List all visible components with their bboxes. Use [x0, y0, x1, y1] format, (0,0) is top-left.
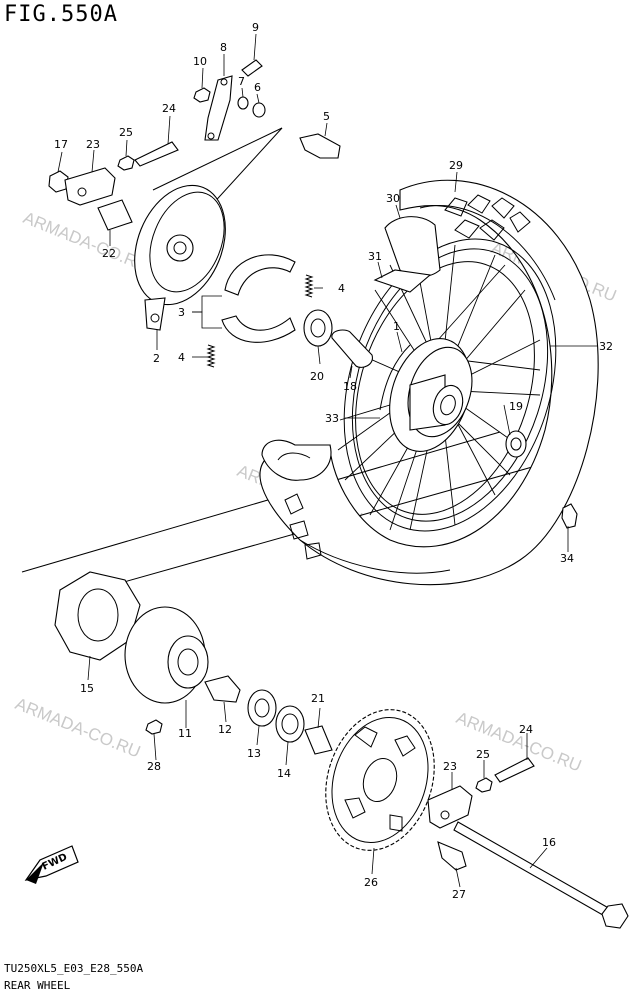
drum-bearing	[247, 689, 277, 727]
bearing-right	[505, 430, 527, 458]
callout-24b: 24	[519, 723, 533, 736]
callout-9: 9	[252, 21, 259, 34]
callout-4a: 4	[338, 282, 345, 295]
callout-27: 27	[452, 888, 466, 901]
callout-13: 13	[247, 747, 261, 760]
brake-spring-lower	[206, 344, 216, 368]
drum-oil-seal	[275, 705, 305, 743]
callout-labels: 1 2 3 4 4 5 6 7 8 9 10 11 12 13 14 15 16…	[54, 21, 613, 901]
callout-24a: 24	[162, 102, 176, 115]
callout-22: 22	[102, 247, 116, 260]
callout-leaders	[57, 33, 597, 888]
rear-axle	[453, 821, 613, 919]
drum-spacer	[204, 675, 241, 703]
brake-cam-lever	[204, 75, 233, 141]
callout-14: 14	[277, 767, 291, 780]
watermark-1: ARMADA-CO.RU	[21, 208, 152, 276]
adjuster-nut-left	[117, 155, 135, 171]
adjuster-bolt-left	[134, 141, 179, 167]
hub-spacer	[331, 329, 373, 368]
callout-34: 34	[560, 552, 574, 565]
rear-hub	[389, 338, 473, 452]
sprocket-bolt	[437, 841, 467, 871]
callout-2: 2	[153, 352, 160, 365]
callout-6: 6	[254, 81, 261, 94]
oil-seal	[252, 102, 266, 118]
brake-camshaft	[299, 133, 341, 159]
adjuster-nut-right	[475, 777, 493, 793]
callout-25a: 25	[119, 126, 133, 139]
section-name: REAR WHEEL	[4, 979, 71, 992]
rim-flap	[373, 269, 432, 293]
callout-8: 8	[220, 41, 227, 54]
indicator-plate	[237, 96, 249, 110]
sprocket-mounting-drum	[124, 606, 209, 704]
callout-17: 17	[54, 138, 68, 151]
callout-19: 19	[509, 400, 523, 413]
axle-spacer-left	[97, 199, 133, 231]
callout-21: 21	[311, 692, 325, 705]
callout-31: 31	[368, 250, 382, 263]
callout-20: 20	[310, 370, 324, 383]
chain-adjuster-right	[427, 785, 473, 829]
callout-30: 30	[386, 192, 400, 205]
adjuster-bolt-right	[494, 757, 535, 783]
callout-1: 1	[393, 320, 400, 333]
bearing-left	[303, 309, 333, 347]
callout-3: 3	[178, 306, 185, 319]
callout-29: 29	[449, 159, 463, 172]
callout-25b: 25	[476, 748, 490, 761]
tube	[384, 216, 441, 278]
callout-7: 7	[238, 75, 245, 88]
callout-4b: 4	[178, 351, 185, 364]
callout-33: 33	[325, 412, 339, 425]
chain-adjuster-left	[64, 167, 116, 206]
wheel-damper	[54, 571, 141, 661]
callout-10: 10	[193, 55, 207, 68]
brake-shoes	[221, 254, 296, 343]
lever-bolt	[241, 59, 263, 77]
callout-26: 26	[364, 876, 378, 889]
figure-title: FIG.550A	[4, 2, 118, 27]
valve-cap	[561, 503, 578, 529]
rear-sprocket	[325, 709, 435, 851]
callout-23a: 23	[86, 138, 100, 151]
sprocket-nut	[145, 719, 163, 735]
callout-16: 16	[542, 836, 556, 849]
rim-band	[379, 344, 411, 411]
callout-23b: 23	[443, 760, 457, 773]
watermark-4: ARMADA-CO.RU	[13, 694, 144, 762]
lever-nut	[193, 87, 211, 103]
brake-spring-upper	[304, 274, 314, 298]
callout-18: 18	[343, 380, 357, 393]
tire-section	[261, 439, 332, 481]
forward-arrow-icon: FWD	[24, 845, 79, 884]
callout-11: 11	[178, 727, 192, 740]
callout-5: 5	[323, 110, 330, 123]
sprocket-spacer	[304, 725, 333, 755]
callout-12: 12	[218, 723, 232, 736]
model-code: TU250XL5_E03_E28_550A	[4, 962, 144, 975]
callout-32: 32	[599, 340, 613, 353]
callout-15: 15	[80, 682, 94, 695]
brake-panel	[134, 184, 226, 331]
callout-28: 28	[147, 760, 161, 773]
